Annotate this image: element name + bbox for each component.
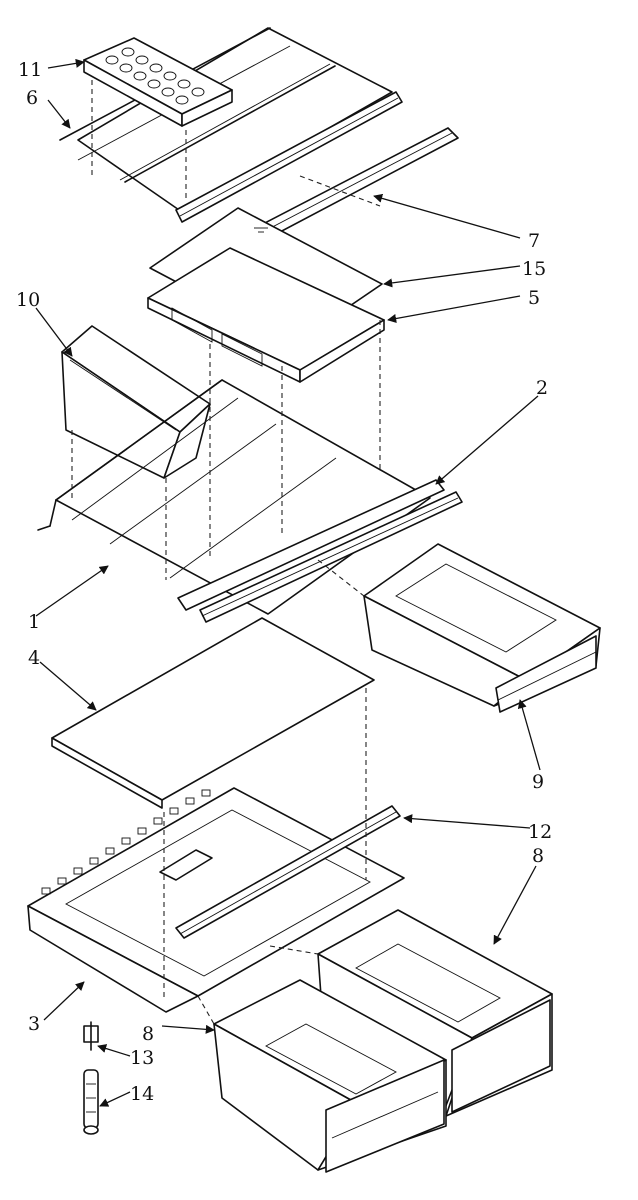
- assembly-lines: [71, 80, 381, 1025]
- callout-12: 12: [528, 821, 552, 843]
- upper-shelf-front-rail: [175, 91, 403, 223]
- adjuster-screw: [83, 1069, 99, 1135]
- callout-1: 1: [28, 611, 40, 633]
- callout-8-left: 8: [142, 1023, 154, 1045]
- callout-9: 9: [532, 771, 544, 793]
- adjuster-cap: [83, 1021, 99, 1051]
- door-bin: [61, 325, 211, 479]
- crisper-cover-frame: [147, 247, 385, 383]
- callout-labels: 11 6 7 15 5 10 2 1 4 9 12 8 3 8 13 14: [16, 59, 552, 1105]
- callout-15: 15: [522, 258, 546, 280]
- crisper-frame: [27, 787, 405, 1013]
- callout-14: 14: [130, 1083, 154, 1105]
- callout-4: 4: [28, 647, 40, 669]
- main-shelf-front-rail: [177, 479, 463, 623]
- crisper-divider-rail: [175, 805, 401, 939]
- callout-3: 3: [28, 1013, 40, 1035]
- callout-8-right: 8: [532, 845, 544, 867]
- callout-10: 10: [16, 289, 40, 311]
- upper-wire-shelf: [59, 27, 393, 213]
- leader-lines: [35, 58, 541, 1107]
- callout-13: 13: [130, 1047, 154, 1069]
- deli-drawer: [363, 543, 601, 713]
- callout-6: 6: [26, 87, 38, 109]
- callout-7: 7: [528, 230, 540, 252]
- callout-2: 2: [536, 377, 548, 399]
- callout-5: 5: [528, 287, 540, 309]
- ice-cube-tray: [83, 37, 233, 127]
- crisper-drawer-left: [213, 979, 447, 1173]
- callout-11: 11: [18, 59, 42, 81]
- glass-shelf: [51, 617, 375, 809]
